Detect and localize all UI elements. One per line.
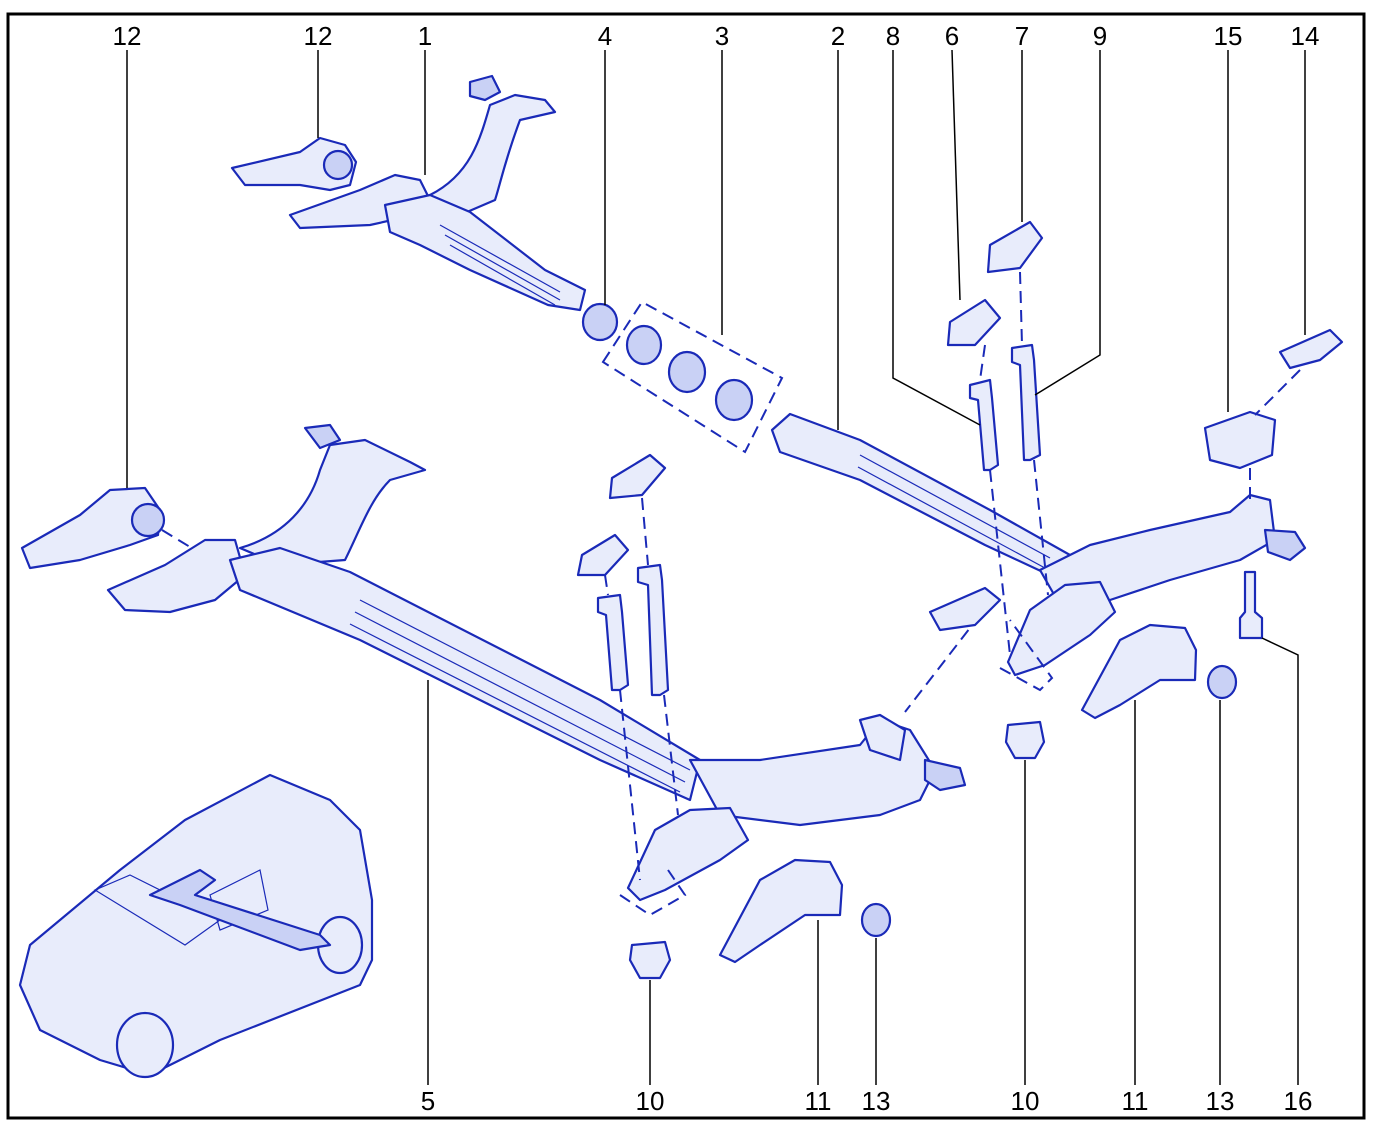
callout-top-1: 1	[418, 21, 432, 51]
callout-bot-11a: 11	[805, 1086, 832, 1116]
callout-bot-5: 5	[421, 1086, 435, 1116]
top-axle-assembly	[230, 74, 1344, 760]
lock-plate-7	[986, 220, 1044, 274]
diagram-frame	[6, 12, 1366, 1120]
bush-3c	[714, 378, 754, 422]
bush-3b	[667, 350, 707, 394]
callout-top-12b: 12	[304, 21, 333, 51]
bush-kit-box	[601, 300, 784, 454]
van-body	[18, 773, 374, 1077]
top-bush-4	[581, 302, 619, 342]
callout-bot-10a: 10	[636, 1086, 665, 1116]
vehicle-location-thumbnail	[18, 773, 374, 1079]
left-bush-13	[860, 902, 892, 938]
van-axle-highlight	[148, 868, 332, 952]
bolt-16	[1238, 570, 1264, 640]
callout-bot-11b: 11	[1122, 1086, 1149, 1116]
bottom-arm-upper	[238, 438, 427, 567]
middle-mount-plate	[928, 586, 1002, 632]
bottom-lock-plate-b	[608, 453, 667, 500]
bottom-right-upper-mount	[858, 713, 907, 762]
callout-top-4: 4	[598, 21, 612, 51]
top-left-mount-bracket	[230, 136, 358, 192]
callout-top-12a: 12	[113, 21, 142, 51]
bottom-bolt-a	[596, 593, 630, 692]
left-nut-10	[628, 940, 672, 980]
bottom-left-stub	[303, 423, 342, 450]
top-right-bracket-14	[1278, 328, 1344, 370]
callout-top-9: 9	[1093, 21, 1107, 51]
bottom-left-bracket-bush	[130, 502, 166, 538]
van-front-wheel	[115, 1011, 175, 1079]
bottom-right-stub	[923, 758, 967, 792]
lock-plate-6	[946, 298, 1002, 347]
bottom-left-trailing-arm	[106, 538, 247, 614]
bottom-axle-assembly	[20, 423, 967, 980]
callout-top-3: 3	[715, 21, 729, 51]
bolt-9	[1010, 343, 1042, 462]
callout-top-6: 6	[945, 21, 959, 51]
right-bush-13	[1206, 664, 1238, 700]
bottom-lock-plate-a	[576, 533, 630, 577]
top-arm-upper	[428, 93, 557, 217]
callout-top-8: 8	[886, 21, 900, 51]
bush-3a	[625, 324, 663, 366]
top-right-stub	[1263, 528, 1307, 562]
top-stub-axle	[468, 74, 502, 102]
bottom-bolt-b	[636, 563, 670, 697]
bottom-axle-beam	[228, 546, 702, 802]
right-mount-bracket-11	[1080, 623, 1198, 720]
callout-bot-13a: 13	[862, 1086, 891, 1116]
bolt-8	[968, 378, 1000, 472]
bottom-right-pivot-bracket	[626, 806, 750, 902]
top-right-bolt-box	[999, 619, 1054, 692]
callout-top-7: 7	[1015, 21, 1029, 51]
callout-bot-16: 16	[1284, 1086, 1313, 1116]
callout-labels: 12 12 1 4 3 2 8 6 7 9 15 14 5 10 11 13 1…	[113, 21, 1320, 1116]
top-axle-beam	[383, 193, 587, 312]
top-right-pivot-bracket	[1006, 580, 1117, 677]
callout-top-15: 15	[1214, 21, 1243, 51]
callout-bot-13b: 13	[1206, 1086, 1235, 1116]
right-nut-10	[1004, 720, 1046, 760]
callout-bot-10b: 10	[1011, 1086, 1040, 1116]
callout-top-2: 2	[831, 21, 845, 51]
left-mount-bracket-11	[718, 858, 844, 964]
callout-top-14: 14	[1291, 21, 1320, 51]
top-left-bracket-bush	[322, 149, 354, 181]
top-right-block-15	[1203, 410, 1277, 470]
leader-lines	[126, 49, 1306, 1085]
